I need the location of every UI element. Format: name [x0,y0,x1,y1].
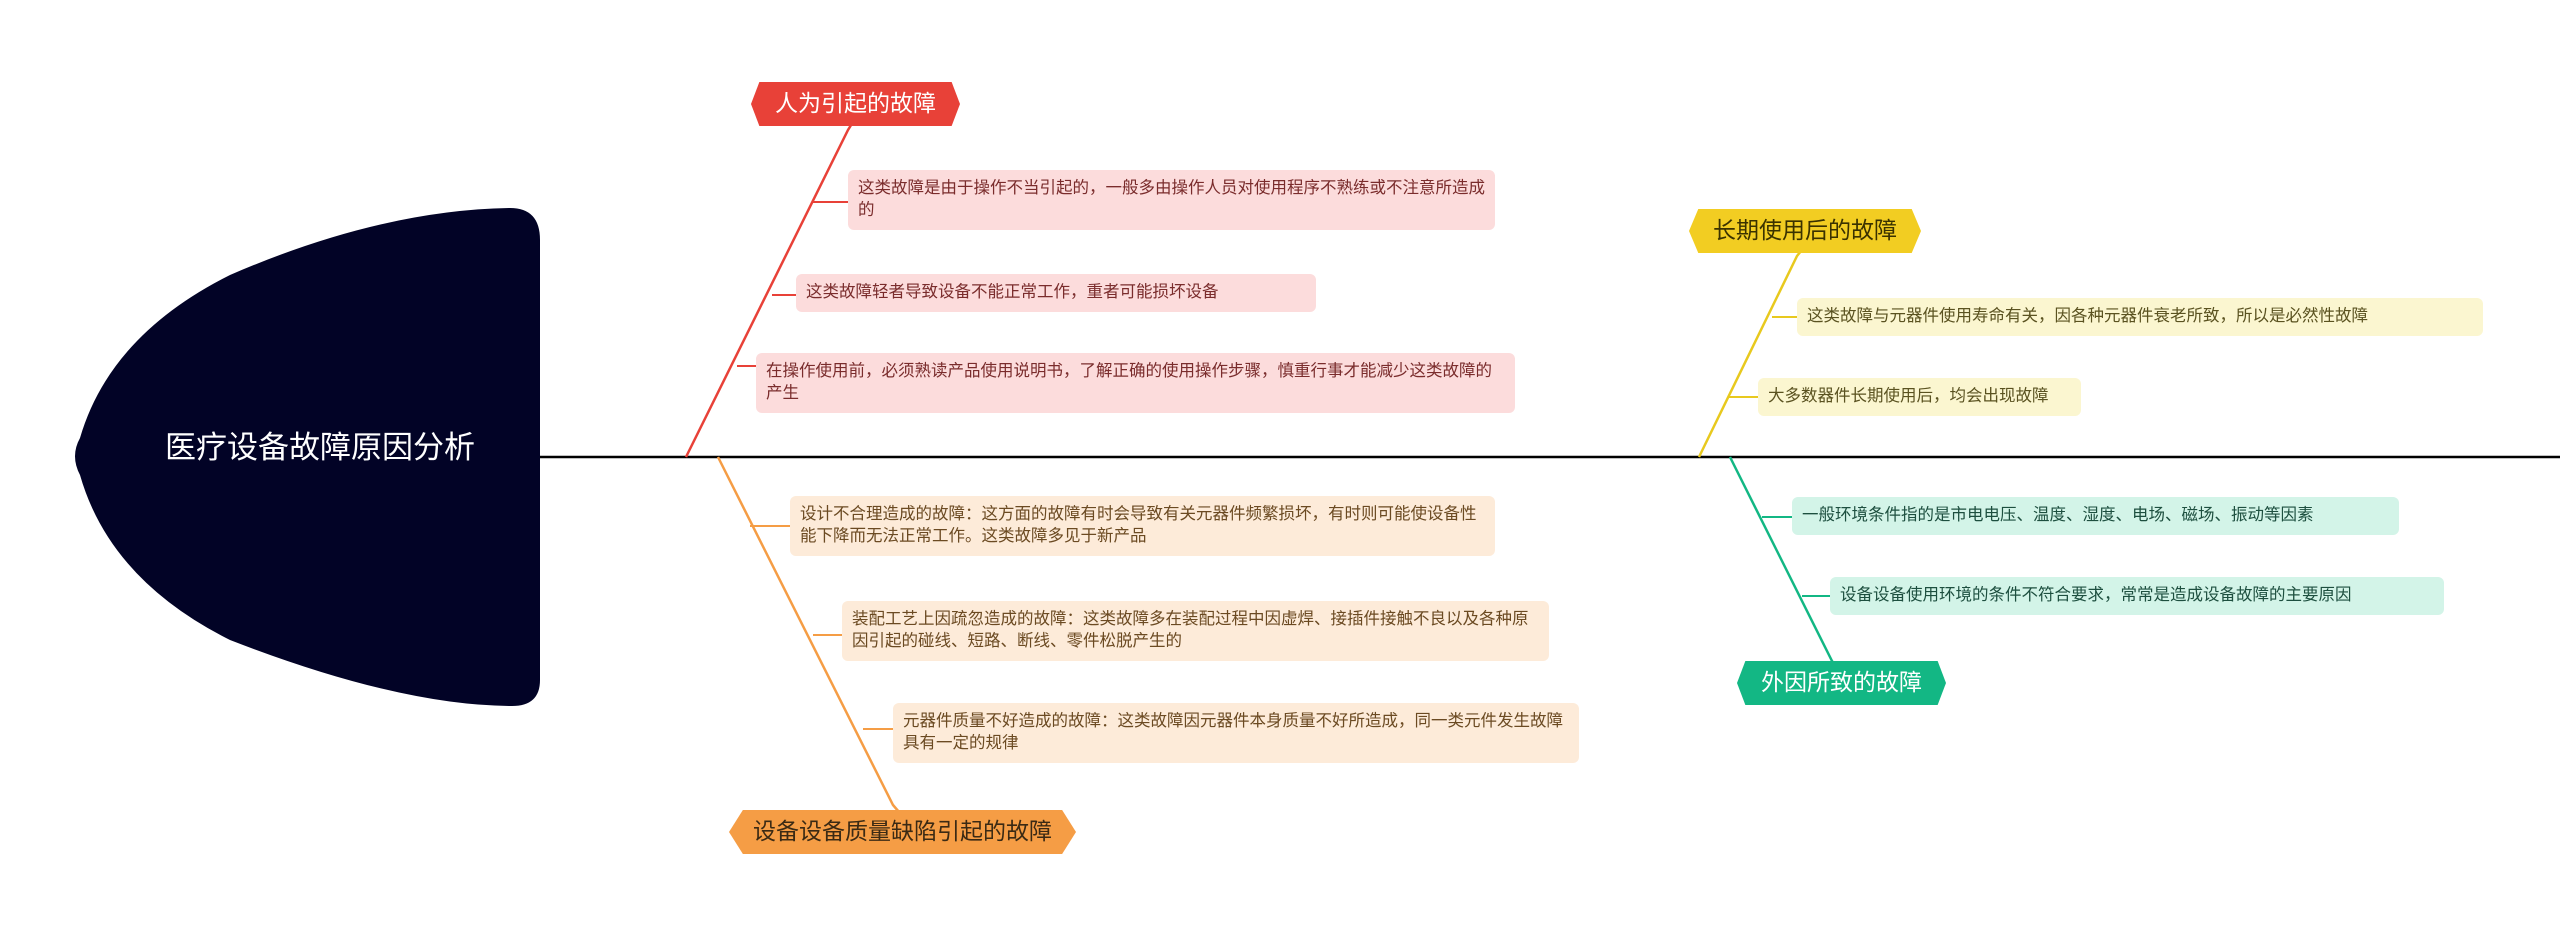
branch-item-quality-1[interactable]: 设计不合理造成的故障：这方面的故障有时会导致有关元器件频繁损坏，有时则可能使设备… [790,496,1495,556]
branch-item-quality-3[interactable]: 元器件质量不好造成的故障：这类故障因元器件本身质量不好所造成，同一类元件发生故障… [893,703,1579,763]
branch-title-human[interactable]: 人为引起的故障 [751,82,960,126]
branch-item-human-3[interactable]: 在操作使用前，必须熟读产品使用说明书，了解正确的使用操作步骤，慎重行事才能减少这… [756,353,1515,413]
branch-item-external-1[interactable]: 一般环境条件指的是市电电压、温度、湿度、电场、磁场、振动等因素 [1792,497,2399,535]
branch-title-external[interactable]: 外因所致的故障 [1737,661,1946,705]
branch-line-quality [716,456,900,813]
branch-title-longterm[interactable]: 长期使用后的故障 [1689,209,1921,253]
branch-line-longterm [1697,250,1802,458]
branch-item-longterm-1[interactable]: 这类故障与元器件使用寿命有关，因各种元器件衰老所致，所以是必然性故障 [1797,298,2483,336]
branch-item-quality-2[interactable]: 装配工艺上因疏忽造成的故障：这类故障多在装配过程中因虚焊、接插件接触不良以及各种… [842,601,1549,661]
branch-item-longterm-2[interactable]: 大多数器件长期使用后，均会出现故障 [1758,378,2081,416]
fish-head [75,208,540,706]
branch-line-external [1728,456,1836,666]
branch-title-quality[interactable]: 设备设备质量缺陷引起的故障 [729,810,1076,854]
branch-item-human-1[interactable]: 这类故障是由于操作不当引起的，一般多由操作人员对使用程序不熟练或不注意所造成的 [848,170,1495,230]
branch-item-external-2[interactable]: 设备设备使用环境的条件不符合要求，常常是造成设备故障的主要原因 [1830,577,2444,615]
branch-item-human-2[interactable]: 这类故障轻者导致设备不能正常工作，重者可能损坏设备 [796,274,1316,312]
page-title: 医疗设备故障原因分析 [165,430,475,466]
